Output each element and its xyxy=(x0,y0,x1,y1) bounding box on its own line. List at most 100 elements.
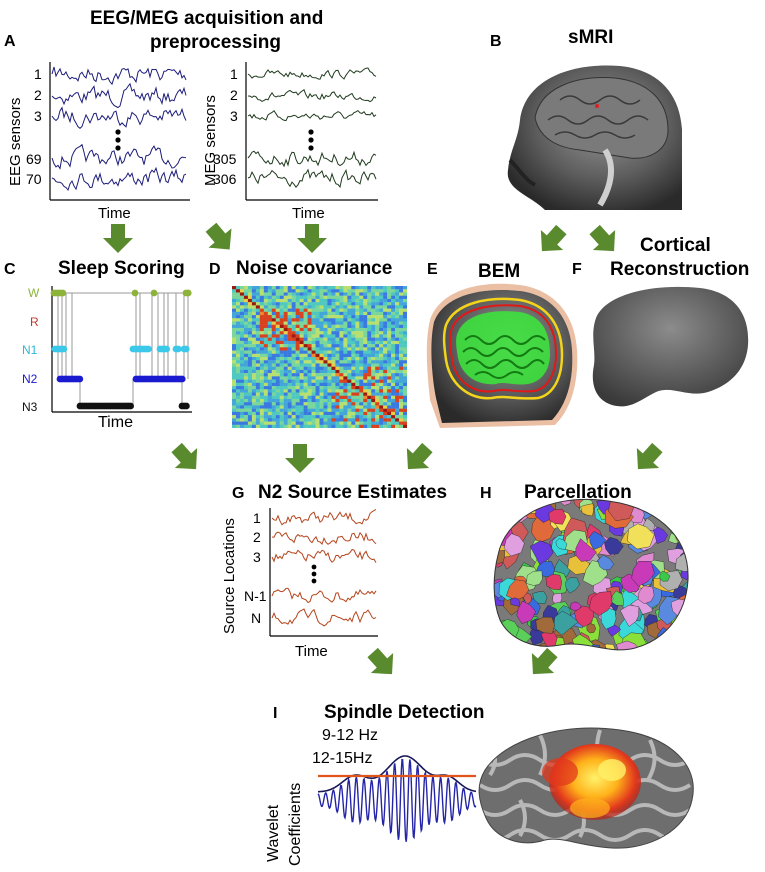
covariance-cell xyxy=(403,331,407,335)
covariance-cell xyxy=(319,334,324,338)
covariance-cell xyxy=(239,353,245,358)
covariance-cell xyxy=(323,360,328,364)
covariance-cell xyxy=(371,334,376,338)
covariance-cell xyxy=(351,353,356,358)
covariance-cell xyxy=(327,340,332,345)
covariance-cell xyxy=(347,289,352,293)
panel-a-title-line1: EEG/MEG acquisition and xyxy=(90,8,324,29)
covariance-cell xyxy=(247,289,253,293)
covariance-cell xyxy=(323,398,328,403)
covariance-cell xyxy=(287,392,292,396)
covariance-cell xyxy=(283,389,288,393)
covariance-cell xyxy=(307,289,312,293)
covariance-cell xyxy=(395,327,400,332)
covariance-cell xyxy=(367,415,372,419)
covariance-cell xyxy=(283,386,288,390)
covariance-cell xyxy=(287,386,292,390)
covariance-cell xyxy=(323,408,328,413)
covariance-cell xyxy=(351,392,356,396)
covariance-cell xyxy=(355,298,360,303)
covariance-cell xyxy=(335,292,340,296)
covariance-cell xyxy=(291,344,296,348)
covariance-cell xyxy=(379,298,384,303)
covariance-cell xyxy=(387,331,392,335)
covariance-cell xyxy=(363,318,368,322)
covariance-cell xyxy=(279,398,284,403)
covariance-cell xyxy=(343,340,348,345)
cortical-surface xyxy=(592,286,749,407)
covariance-cell xyxy=(383,392,388,396)
covariance-cell xyxy=(383,386,388,390)
covariance-cell xyxy=(371,305,376,309)
covariance-cell xyxy=(367,363,372,367)
covariance-cell xyxy=(259,331,265,335)
covariance-cell xyxy=(371,324,376,329)
covariance-cell xyxy=(235,389,241,393)
covariance-cell xyxy=(239,418,245,422)
parcel-region xyxy=(685,589,689,601)
covariance-cell xyxy=(339,360,344,364)
covariance-cell xyxy=(315,331,320,335)
covariance-cell xyxy=(355,347,360,351)
covariance-cell xyxy=(259,408,265,413)
covariance-cell xyxy=(295,353,300,358)
covariance-cell xyxy=(403,295,407,300)
covariance-cell xyxy=(403,415,407,419)
covariance-cell xyxy=(379,386,384,390)
covariance-cell xyxy=(363,386,368,390)
covariance-cell xyxy=(319,302,324,306)
covariance-cell xyxy=(303,386,308,390)
covariance-cell xyxy=(251,415,257,419)
covariance-cell xyxy=(303,411,308,416)
covariance-cell xyxy=(255,337,261,342)
covariance-cell xyxy=(243,340,249,345)
meg-trace xyxy=(247,67,377,80)
covariance-cell xyxy=(283,337,288,342)
covariance-cell xyxy=(263,331,268,335)
covariance-cell xyxy=(271,382,276,387)
covariance-cell xyxy=(271,305,276,309)
covariance-cell xyxy=(399,405,404,409)
covariance-cell xyxy=(311,318,316,322)
covariance-cell xyxy=(267,395,272,400)
covariance-cell xyxy=(327,366,332,371)
covariance-cell xyxy=(343,292,348,296)
covariance-cell xyxy=(343,353,348,358)
covariance-cell xyxy=(387,382,392,387)
covariance-cell xyxy=(307,408,312,413)
covariance-cell xyxy=(347,411,352,416)
covariance-cell xyxy=(351,302,356,306)
covariance-cell xyxy=(235,315,241,319)
covariance-cell xyxy=(339,298,344,303)
covariance-cell xyxy=(367,286,372,290)
covariance-cell xyxy=(403,376,407,380)
covariance-cell xyxy=(399,315,404,319)
covariance-cell xyxy=(399,337,404,342)
covariance-cell xyxy=(371,389,376,393)
covariance-cell xyxy=(307,298,312,303)
covariance-cell xyxy=(339,305,344,309)
covariance-cell xyxy=(263,347,268,351)
covariance-cell xyxy=(371,424,376,428)
covariance-cell xyxy=(255,411,261,416)
covariance-cell xyxy=(335,389,340,393)
covariance-cell xyxy=(279,408,284,413)
parcel-region xyxy=(675,553,689,572)
covariance-cell xyxy=(283,308,288,313)
covariance-cell xyxy=(331,311,336,316)
covariance-cell xyxy=(339,395,344,400)
covariance-cell xyxy=(355,402,360,406)
covariance-cell xyxy=(379,405,384,409)
covariance-cell xyxy=(299,318,304,322)
covariance-cell xyxy=(399,331,404,335)
covariance-cell xyxy=(279,369,284,374)
covariance-cell xyxy=(391,331,396,335)
covariance-cell xyxy=(279,405,284,409)
covariance-cell xyxy=(379,289,384,293)
covariance-cell xyxy=(299,302,304,306)
covariance-cell xyxy=(315,295,320,300)
covariance-cell xyxy=(323,418,328,422)
covariance-cell xyxy=(267,295,272,300)
covariance-cell xyxy=(291,305,296,309)
covariance-cell xyxy=(271,418,276,422)
